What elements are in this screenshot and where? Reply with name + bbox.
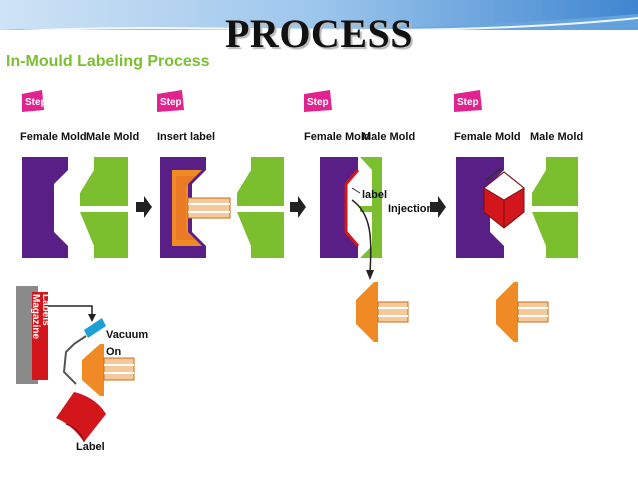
step3-robot-exit-arrow: [351, 199, 372, 273]
step1-male-label: Male Mold: [86, 131, 139, 143]
step3-injection-callout: Injection: [388, 203, 434, 215]
diagram-subtitle: In-Mould Labeling Process: [6, 53, 210, 70]
on-callout: On: [106, 346, 122, 358]
step3-male-label: Male Mold: [362, 131, 415, 143]
arrow-step2-to-step3: [290, 196, 306, 218]
step4-male-label: Male Mold: [530, 131, 583, 143]
vacuum-callout: Vacuum: [106, 329, 148, 341]
svg-text:Step 1: Step 1: [25, 97, 55, 108]
step3-label-in-cavity: [344, 169, 360, 247]
step4-female-mold: [456, 157, 504, 258]
step4-male-mold-bottom: [532, 212, 578, 258]
svg-text:Step 3: Step 3: [307, 97, 337, 108]
step1-male-mold-top: [80, 157, 128, 206]
step2-badge: Step 2: [157, 90, 190, 112]
labels-magazine: Labels Magazine: [16, 286, 51, 384]
arrow-step1-to-step2: [136, 196, 152, 218]
top-banner: [0, 0, 638, 60]
step3-label-callout: label: [362, 189, 387, 201]
step2-male-mold-top: [237, 157, 284, 206]
red-label-sheet: [56, 392, 106, 442]
svg-text:Magazine: Magazine: [30, 294, 41, 339]
step1-badge: Step 1: [22, 90, 55, 112]
step4-male-mold-top: [532, 157, 578, 206]
step4-robot-retracted: [496, 282, 549, 342]
step3-female-label: Female Mold: [304, 131, 371, 143]
step3-female-mold: [320, 157, 358, 258]
step4-molded-container: [483, 167, 525, 229]
slide-title: PROCESS: [225, 11, 413, 56]
vacuum-suction-cup: [84, 318, 106, 338]
magazine-to-vacuum-arrow: [48, 305, 93, 316]
step2-male-mold-bottom: [237, 212, 284, 258]
step1-female-mold: [22, 157, 68, 258]
step1-male-mold-bottom: [80, 212, 128, 258]
arrow-step3-to-step4: [430, 196, 446, 218]
step4-badge: Step 4: [454, 90, 487, 112]
step3-male-mold: [360, 157, 382, 258]
step3-badge: Step 3: [304, 90, 337, 112]
label-callout: Label: [76, 441, 105, 453]
svg-text:Step 4: Step 4: [457, 97, 487, 108]
pickup-arm-line: [62, 335, 87, 385]
step2-insert-label: Insert label: [157, 131, 215, 143]
step4-female-label: Female Mold: [454, 131, 521, 143]
svg-text:Labels: Labels: [40, 294, 51, 326]
svg-text:Step 2: Step 2: [160, 97, 190, 108]
step3-robot-retracted: [356, 282, 409, 342]
step1-female-label: Female Mold: [20, 131, 87, 143]
step2-robot-arm: [187, 197, 231, 219]
pickup-robot: [82, 344, 135, 396]
